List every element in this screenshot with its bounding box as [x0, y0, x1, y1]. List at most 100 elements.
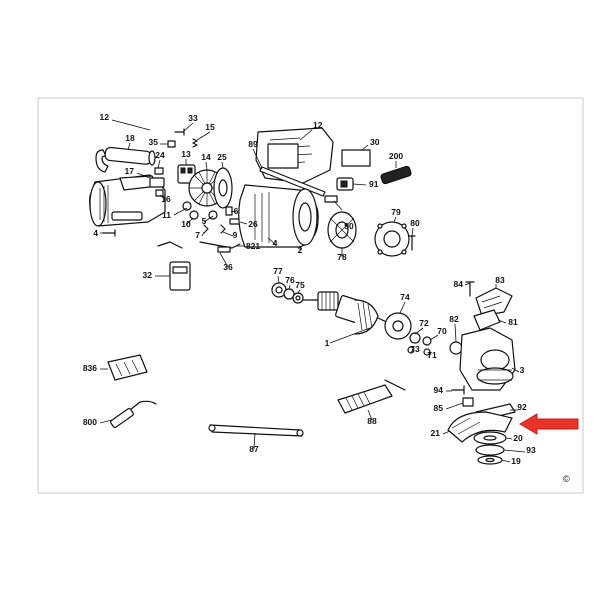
red-callout-arrow: [519, 413, 579, 435]
part-1-armature: [302, 291, 396, 335]
part-33-screw: [174, 128, 185, 136]
leader-line-1: [329, 327, 371, 344]
leader-line-81: [497, 319, 507, 324]
part-number-label-9: 9: [233, 230, 238, 240]
part-number-label-83: 83: [495, 275, 505, 285]
leader-line-93: [503, 449, 526, 453]
leader-line-15: [196, 131, 211, 141]
part-18-handle-tube: [95, 146, 156, 173]
part-number-label-19: 19: [511, 456, 521, 466]
part-number-label-20: 20: [513, 433, 523, 443]
part-number-label-14: 14: [201, 152, 211, 162]
part-number-label-821: 821: [246, 241, 260, 251]
part-number-label-70: 70: [437, 326, 447, 336]
part-24-small-clip: [154, 167, 164, 175]
leader-line-10: [185, 217, 194, 226]
leader-line-5: [203, 215, 214, 223]
part-number-label-25: 25: [217, 152, 227, 162]
part-81-gasket: [473, 309, 501, 331]
leader-line-70: [429, 334, 439, 341]
part-number-label-71: 71: [427, 350, 437, 360]
leader-line-82: [454, 323, 457, 343]
part-number-label-2: 2: [298, 245, 303, 255]
part-19-nut: [477, 455, 503, 465]
part-15-spring: [192, 138, 198, 148]
part-72-bearing: [409, 332, 421, 344]
part-82-o-ring: [449, 341, 463, 355]
leader-line-85: [445, 402, 464, 410]
part-200-badge: [380, 165, 412, 185]
part-number-label-73: 73: [410, 344, 420, 354]
leader-line-7: [201, 231, 205, 237]
leader-line-11: [173, 207, 188, 216]
part-number-label-5: 5: [202, 216, 207, 226]
part-12-top-housing: [255, 127, 334, 184]
part-number-label-17: 17: [125, 166, 135, 176]
part-number-label-10: 10: [181, 219, 191, 229]
part-number-label-92: 92: [517, 402, 527, 412]
part-number-label-1: 1: [325, 338, 330, 348]
part-number-label-200: 200: [389, 151, 403, 161]
part-11-bearing: [182, 201, 192, 211]
part-30-label: [341, 149, 371, 167]
part-number-label-15: 15: [205, 122, 215, 132]
part-20-inner-flange: [473, 431, 507, 445]
part-836-brush-set: [107, 354, 148, 381]
part-17-terminal: [149, 177, 165, 188]
leader-line-36: [219, 252, 229, 268]
part-number-label-35: 35: [149, 137, 159, 147]
leader-line-12b: [299, 129, 313, 141]
leader-line-33: [183, 122, 194, 132]
leader-line-72: [414, 327, 424, 335]
part-16-cord-guard: [155, 189, 164, 197]
part-number-label-13: 13: [181, 149, 191, 159]
leader-line-26: [239, 221, 248, 225]
part-number-label-21: 21: [431, 428, 441, 438]
part-number-label-30: 30: [370, 137, 380, 147]
part-74-plate: [384, 312, 412, 340]
part-number-label-81: 81: [508, 317, 518, 327]
part-number-label-80: 80: [410, 218, 420, 228]
part-80-screw: [408, 235, 416, 251]
leader-line-84: [464, 282, 471, 286]
leader-line-91: [352, 183, 367, 186]
part-7-spring: [203, 224, 209, 234]
part-number-label-32: 32: [143, 270, 153, 280]
part-number-label-4b: 4: [273, 238, 278, 248]
part-83-gear-cover: [475, 287, 513, 317]
part-94-screw: [451, 385, 465, 395]
leader-line-6: [230, 210, 237, 213]
part-35-clip: [167, 140, 176, 148]
leader-line-30: [361, 144, 369, 151]
leader-line-12a: [111, 119, 151, 131]
part-3-gear-case: [459, 327, 516, 391]
part-73-ring: [407, 346, 415, 354]
leader-line-25: [221, 161, 224, 169]
part-75-washer: [292, 292, 304, 304]
part-10-washer: [189, 210, 199, 220]
leader-line-80: [411, 227, 414, 237]
leader-line-74: [399, 301, 406, 314]
leader-line-89: [252, 148, 263, 169]
part-88-side-handle: [337, 379, 406, 414]
part-number-label-88: 88: [367, 416, 377, 426]
part-number-label-7: 7: [195, 230, 200, 240]
leader-line-4b: [267, 237, 276, 245]
part-number-label-90: 90: [344, 221, 354, 231]
part-25-baffle: [213, 167, 233, 209]
part-number-label-24: 24: [155, 150, 165, 160]
leader-line-79: [393, 216, 397, 223]
copyright-mark: ©: [563, 474, 570, 484]
leader-line-76: [288, 284, 291, 290]
leader-line-71: [427, 353, 431, 356]
part-2-motor-housing: [238, 184, 319, 248]
part-9-spring: [220, 224, 226, 234]
part-number-label-76: 76: [285, 275, 295, 285]
leader-line-88: [367, 409, 373, 421]
part-number-label-36: 36: [223, 262, 233, 272]
part-71-nut: [423, 348, 431, 356]
leader-line-18: [127, 142, 131, 151]
part-93-outer-flange: [475, 444, 505, 456]
part-number-label-12b: 12: [313, 120, 323, 130]
